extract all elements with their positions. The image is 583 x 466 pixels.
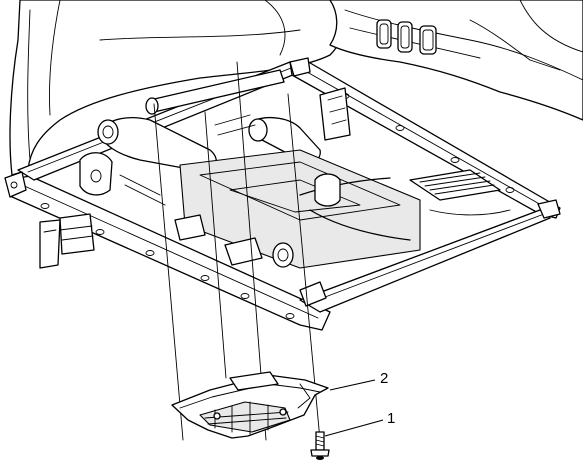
callout-label-2: 2 [380, 370, 389, 387]
seat-mechanism [39, 69, 511, 307]
callout-leaders [324, 379, 384, 437]
callout-label-1: 1 [387, 410, 396, 427]
seat-cushion [9, 0, 344, 176]
fastener-screw [310, 431, 330, 460]
seat-shield-cover [171, 371, 329, 439]
seat-side-trim [329, 0, 583, 121]
